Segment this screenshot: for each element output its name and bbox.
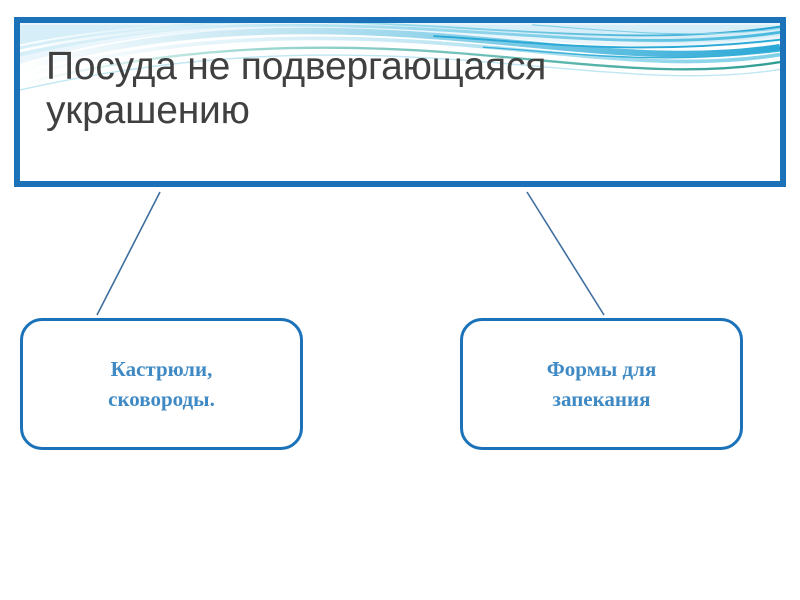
page-title: Посуда не подвергающаяся украшению — [46, 45, 557, 132]
connector-left — [96, 191, 161, 316]
diagram-node-right[interactable]: Формы для запекания — [460, 318, 743, 450]
diagram-node-left[interactable]: Кастрюли, сковороды. — [20, 318, 303, 450]
title-banner: Посуда не подвергающаяся украшению — [14, 17, 786, 187]
diagram-node-left-label: Кастрюли, сковороды. — [108, 356, 215, 411]
diagram-node-right-label: Формы для запекания — [546, 356, 657, 411]
connector-right — [526, 191, 605, 316]
